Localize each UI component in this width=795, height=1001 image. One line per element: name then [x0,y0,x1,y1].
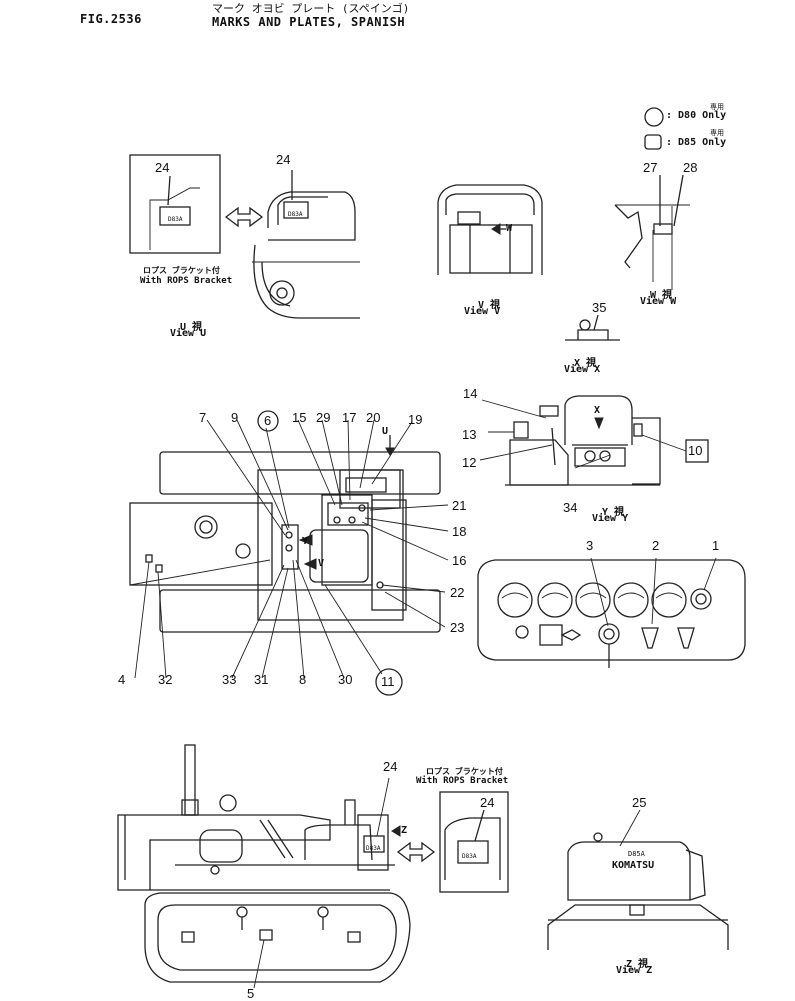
callout-14: 14 [463,386,478,401]
callout-35: 35 [592,300,607,315]
callout-11: 11 [381,674,395,689]
view-z-caption: View Z [616,965,653,976]
plate-model-rops: D83A [462,853,477,860]
view-x-caption: View X [564,364,601,375]
view-u-group [129,154,360,319]
plate-brand-z: KOMATSU [612,860,655,871]
callout-18: 18 [452,524,467,539]
plate-model-u2: D83A [288,211,303,218]
callout-25: 25 [632,795,647,810]
main-top-view [129,410,449,696]
callout-7: 7 [199,410,207,425]
callout-10: 10 [688,443,703,458]
view-w-caption: View W [640,296,677,307]
arrow-label-u: U [382,426,389,437]
callout-24-u2: 24 [276,152,291,167]
callout-23: 23 [450,620,465,635]
callout-27: 27 [643,160,658,175]
view-u-caption: View U [170,328,207,339]
callout-15: 15 [292,410,307,425]
figure-number: FIG.2536 [80,12,142,26]
circle-callout-11 [375,668,403,696]
legend-d80-label: : D80 Only [666,110,727,121]
callout-24-side: 24 [383,759,398,774]
callout-9: 9 [231,410,239,425]
legend-d85-jp: 専用 [710,129,724,137]
callout-17: 17 [342,410,357,425]
legend-d80-jp: 専用 [710,103,724,111]
plate-model-side: D83A [366,845,381,852]
callout-19: 19 [408,412,423,427]
callout-3: 3 [586,538,594,553]
d80-only-symbol [644,107,664,127]
callout-22: 22 [450,585,465,600]
callout-2: 2 [652,538,660,553]
plate-model-z: D85A [628,850,645,858]
callout-16: 16 [452,553,467,568]
view-z-jp: Z 視 [626,959,649,970]
view-y-caption: View Y [592,513,629,524]
rops-caption-1: With ROPS Bracket [140,276,233,286]
arrow-label-v: V [318,558,325,569]
title-japanese: マーク オヨビ プレート (スペインゴ) [212,2,410,15]
callout-29: 29 [316,410,331,425]
view-w-jp: W 視 [650,290,673,301]
side-view-dozer [117,744,509,989]
callout-28: 28 [683,160,698,175]
callout-24-u: 24 [155,160,170,175]
callout-13: 13 [462,427,477,442]
arrow-label-w: W [506,223,513,234]
view-y-jp: Y 視 [602,507,625,518]
view-x-jp: X 視 [574,358,597,369]
callout-6: 6 [264,413,272,428]
view-y-group [479,395,709,486]
rops-caption-2: With ROPS Bracket [416,776,509,786]
callout-12: 12 [462,455,477,470]
callout-5: 5 [247,986,255,1001]
callout-4: 4 [118,672,126,687]
view-w-group [614,174,690,290]
arrow-label-y: Y [302,536,309,547]
view-z-group [547,809,729,950]
callout-31: 31 [254,672,269,687]
callout-32: 32 [158,672,173,687]
title-english: MARKS AND PLATES, SPANISH [212,15,406,29]
view-v-caption: View V [464,306,501,317]
callout-33: 33 [222,672,237,687]
callout-34: 34 [563,500,578,515]
arrow-label-x: X [594,405,601,416]
instrument-panel [477,557,746,668]
callout-30: 30 [338,672,353,687]
arrow-label-z: Z [401,825,408,836]
callout-20: 20 [366,410,381,425]
rops-jp-1: ロプス ブラケット付 [143,266,220,275]
rops-jp-2: ロプス ブラケット付 [426,767,503,776]
plate-model-u: D83A [168,216,183,223]
callout-8: 8 [299,672,307,687]
circle-callout-6 [257,410,279,432]
view-x-group [565,314,620,341]
legend-d85-label: : D85 Only [666,137,727,148]
callout-21: 21 [452,498,467,513]
d85-only-symbol [644,134,662,150]
callout-1: 1 [712,538,720,553]
callout-24-rops: 24 [480,795,495,810]
view-u-jp: U 視 [180,322,203,333]
view-v-jp: V 視 [478,300,501,311]
view-v-group [437,184,543,275]
